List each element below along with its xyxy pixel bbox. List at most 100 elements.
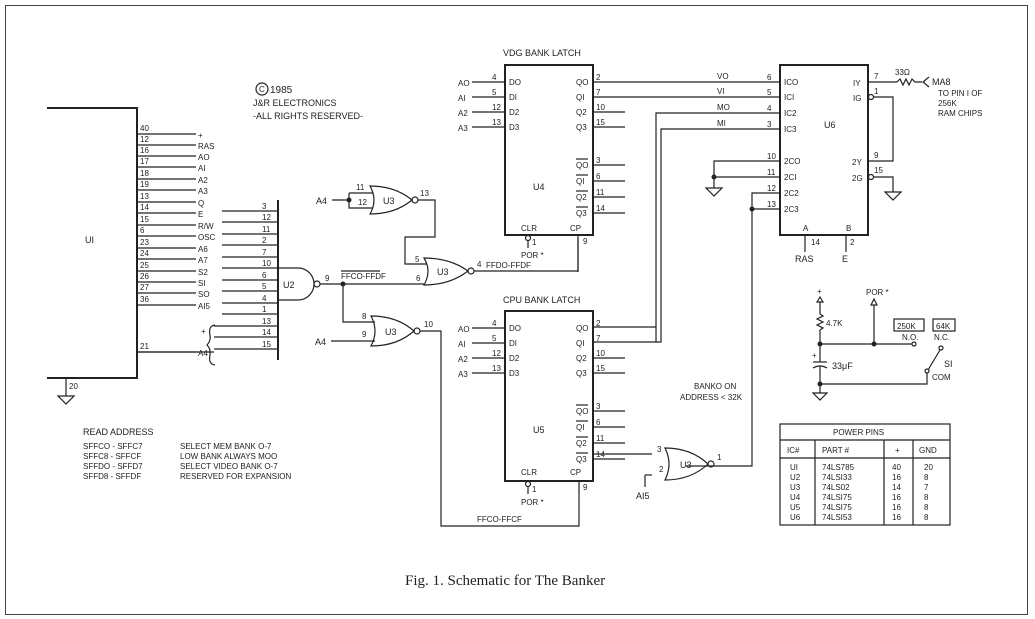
- u3-label: U3: [383, 196, 395, 206]
- u3a-out-pin: 13: [420, 189, 429, 198]
- latch-output-name: QI: [576, 177, 584, 186]
- ma8-note: RAM CHIPS: [938, 109, 982, 118]
- u1-pin-number: 25: [140, 261, 149, 270]
- u4-label: U4: [533, 182, 545, 192]
- u3b-net-label: FFDO-FFDF: [486, 261, 531, 270]
- u2-label: U2: [283, 280, 295, 290]
- u1-pin-signal: OSC: [198, 233, 216, 242]
- u3-label: U3: [385, 327, 397, 337]
- ground-icon: [56, 395, 76, 405]
- u1-pin-signal: A3: [198, 187, 208, 196]
- power-pins-cell: 74LS02: [822, 483, 850, 492]
- nc-box: [932, 318, 956, 332]
- u2-input-pin: 4: [262, 294, 267, 303]
- u3a-input-signal: A4: [316, 196, 327, 206]
- latch-output-name: QI: [576, 423, 584, 432]
- u2-input-pin: 15: [262, 340, 271, 349]
- u3d-in-pin: 2: [659, 465, 664, 474]
- latch-output-name: Q3: [576, 209, 587, 218]
- power-pins-header: +: [895, 446, 900, 455]
- latch-output-pin: 7: [596, 88, 601, 97]
- switch-icon: [927, 349, 941, 371]
- ground-icon: [704, 187, 724, 197]
- u1-pin-signal: AI5: [198, 302, 211, 311]
- u5-net-label: FFCO-FFCF: [477, 515, 522, 524]
- latch-input-pin: 13: [492, 118, 501, 127]
- ma8-note: 256K: [938, 99, 957, 108]
- read-address-desc: SELECT MEM BANK O-7: [180, 442, 272, 451]
- u6-sel-a: A: [803, 224, 809, 233]
- latch-input-name: DI: [509, 339, 517, 348]
- u6-input-name: 2C2: [784, 189, 799, 198]
- power-pins-cell: 7: [924, 483, 929, 492]
- u6-out-name: 2Y: [852, 158, 862, 167]
- u1-pin-number: 18: [140, 169, 149, 178]
- u6-input-pin: 12: [767, 184, 776, 193]
- u6-input-pin: 6: [767, 73, 772, 82]
- u1-pin-number: 40: [140, 124, 149, 133]
- latch-input-name: D2: [509, 108, 520, 117]
- u2-input-pin: 6: [262, 271, 267, 280]
- latch-output-name: Q2: [576, 439, 587, 448]
- latch-to-mux-wires: VO VI MO MI: [593, 72, 780, 343]
- u3-gate-a: A4 11 12 U3 13: [316, 183, 436, 265]
- power-pins-cell: 16: [892, 513, 901, 522]
- latch-output-pin: 10: [596, 103, 605, 112]
- u1-pin-signal: A7: [198, 256, 208, 265]
- u3d-out-pin: 1: [717, 453, 722, 462]
- u1-pin-signal: AO: [198, 153, 210, 162]
- u6-input-name: 2CO: [784, 157, 800, 166]
- no-box: [893, 318, 925, 332]
- u1-pin-signal: S2: [198, 268, 208, 277]
- net-v0: VO: [717, 72, 729, 81]
- latch-output-pin: 11: [596, 188, 605, 197]
- u6-sel-b: B: [846, 224, 851, 233]
- latch-input-name: DO: [509, 78, 521, 87]
- power-pins-header: PART #: [822, 446, 850, 455]
- por-plus: +: [817, 287, 822, 296]
- u4-por: POR *: [521, 251, 544, 260]
- u3b-out-pin: 4: [477, 260, 482, 269]
- u2-input-pin: 2: [262, 236, 267, 245]
- u2-input-pin: 10: [262, 259, 271, 268]
- power-pins-cell: 74LSI53: [822, 513, 852, 522]
- no-box-label: 250K: [897, 322, 916, 331]
- u6-input-pin: 11: [767, 168, 776, 177]
- latch-input-signal: A2: [458, 355, 468, 364]
- u5-title: CPU BANK LATCH: [503, 295, 580, 305]
- read-address-range: SFFD8 - SFFDF: [83, 472, 141, 481]
- ground-icon: [883, 191, 903, 201]
- latch-output-pin: 15: [596, 364, 605, 373]
- latch-input-pin: 5: [492, 334, 497, 343]
- u1-pin-number: 27: [140, 283, 149, 292]
- ground-icon: [811, 392, 829, 401]
- u1-pin-signal: R/W: [198, 222, 214, 231]
- u3-label: U3: [437, 267, 449, 277]
- cap-plus: +: [812, 351, 817, 360]
- resistor-icon: [815, 313, 825, 331]
- power-pins-header: GND: [919, 446, 937, 455]
- latch-output-pin: 11: [596, 434, 605, 443]
- u6-out-pin: 15: [874, 166, 883, 175]
- power-pins-cell: 8: [924, 493, 929, 502]
- u1-pin-number: 17: [140, 157, 149, 166]
- read-address-range: SFFCO - SFFC7: [83, 442, 143, 451]
- u6-input-pin: 4: [767, 104, 772, 113]
- latch-output-pin: 6: [596, 172, 601, 181]
- u2-nand-gate: U2 9 FFCO-FFDF: [278, 267, 424, 301]
- latch-input-signal: AO: [458, 325, 470, 334]
- u6-mux: U6 6ICO5ICI4IC23IC3102CO112CI122C2132C3 …: [686, 64, 982, 467]
- latch-input-name: D3: [509, 123, 520, 132]
- u1-pin-signal: Q: [198, 199, 204, 208]
- power-pins-cell: 74LSI75: [822, 493, 852, 502]
- u3-gate-d: 3 2 U3 1 AI5: [593, 445, 722, 501]
- power-pins-cell: 74LSI75: [822, 503, 852, 512]
- power-pins-cell: U5: [790, 503, 801, 512]
- latch-output-pin: 2: [596, 319, 601, 328]
- power-pins-cell: 8: [924, 473, 929, 482]
- no-label: N.O.: [902, 333, 918, 342]
- latch-output-pin: 3: [596, 156, 601, 165]
- brace: [206, 324, 216, 366]
- copyright-block: C 1985 J&R ELECTRONICS -ALL RIGHTS RESER…: [253, 82, 363, 121]
